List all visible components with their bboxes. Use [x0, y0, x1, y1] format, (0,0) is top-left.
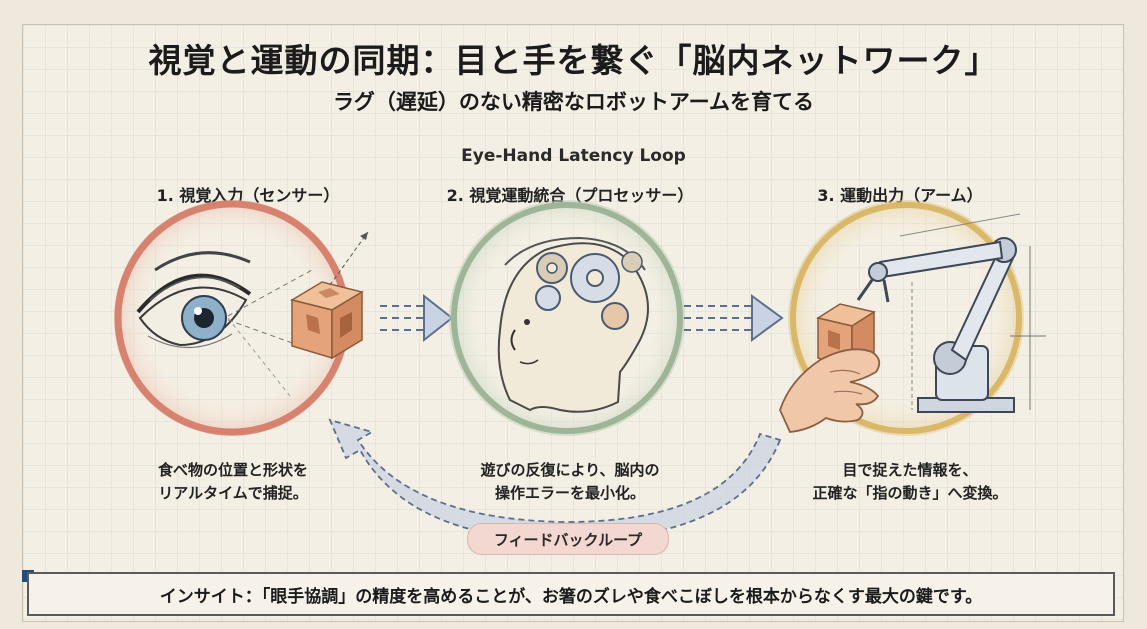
arrow-eye-to-brain [380, 293, 454, 343]
cube-icon [290, 231, 369, 360]
step-1-caption-line2: リアルタイムで捕捉。 [158, 484, 308, 502]
step-3-caption-line2: 正確な「指の動き」へ変換。 [812, 484, 1008, 502]
feedback-loop-label: フィードバックループ [467, 523, 669, 555]
page-subtitle: ラグ（遅延）のない精密なロボットアームを育てる [332, 90, 815, 114]
brain-gears-icon [497, 236, 649, 413]
insight-banner: インサイト：「眼手協調」の精度を高めることが、お箸のズレや食べこぼしを根本からな… [27, 572, 1115, 616]
step-3-caption-line1: 目で捉えた情報を、 [842, 461, 978, 479]
step-1-caption: 食べ物の位置と形状を リアルタイムで捕捉。 [128, 459, 338, 505]
step-2-caption: 遊びの反復により、脳内の 操作エラーを最小化。 [450, 459, 690, 505]
step-2-caption-line1: 遊びの反復により、脳内の [480, 461, 660, 479]
step-3-title: 3. 運動出力（アーム） [817, 186, 983, 205]
loop-label: Eye-Hand Latency Loop [461, 146, 686, 166]
hand-icon [779, 348, 881, 433]
step-1-caption-line1: 食べ物の位置と形状を [157, 461, 308, 479]
step-1-title: 1. 視覚入力（センサー） [156, 186, 340, 205]
step-2-caption-line2: 操作エラーを最小化。 [494, 484, 645, 502]
robot-arm-icon [856, 213, 1046, 413]
page-title: 視覚と運動の同期：目と手を繋ぐ「脳内ネットワーク」 [148, 41, 999, 80]
step-2-title: 2. 視覚運動統合（プロセッサー） [446, 186, 694, 205]
eye-icon [136, 251, 313, 397]
arrow-brain-to-arm [684, 294, 784, 342]
step-3-caption: 目で捉えた情報を、 正確な「指の動き」へ変換。 [790, 459, 1030, 505]
